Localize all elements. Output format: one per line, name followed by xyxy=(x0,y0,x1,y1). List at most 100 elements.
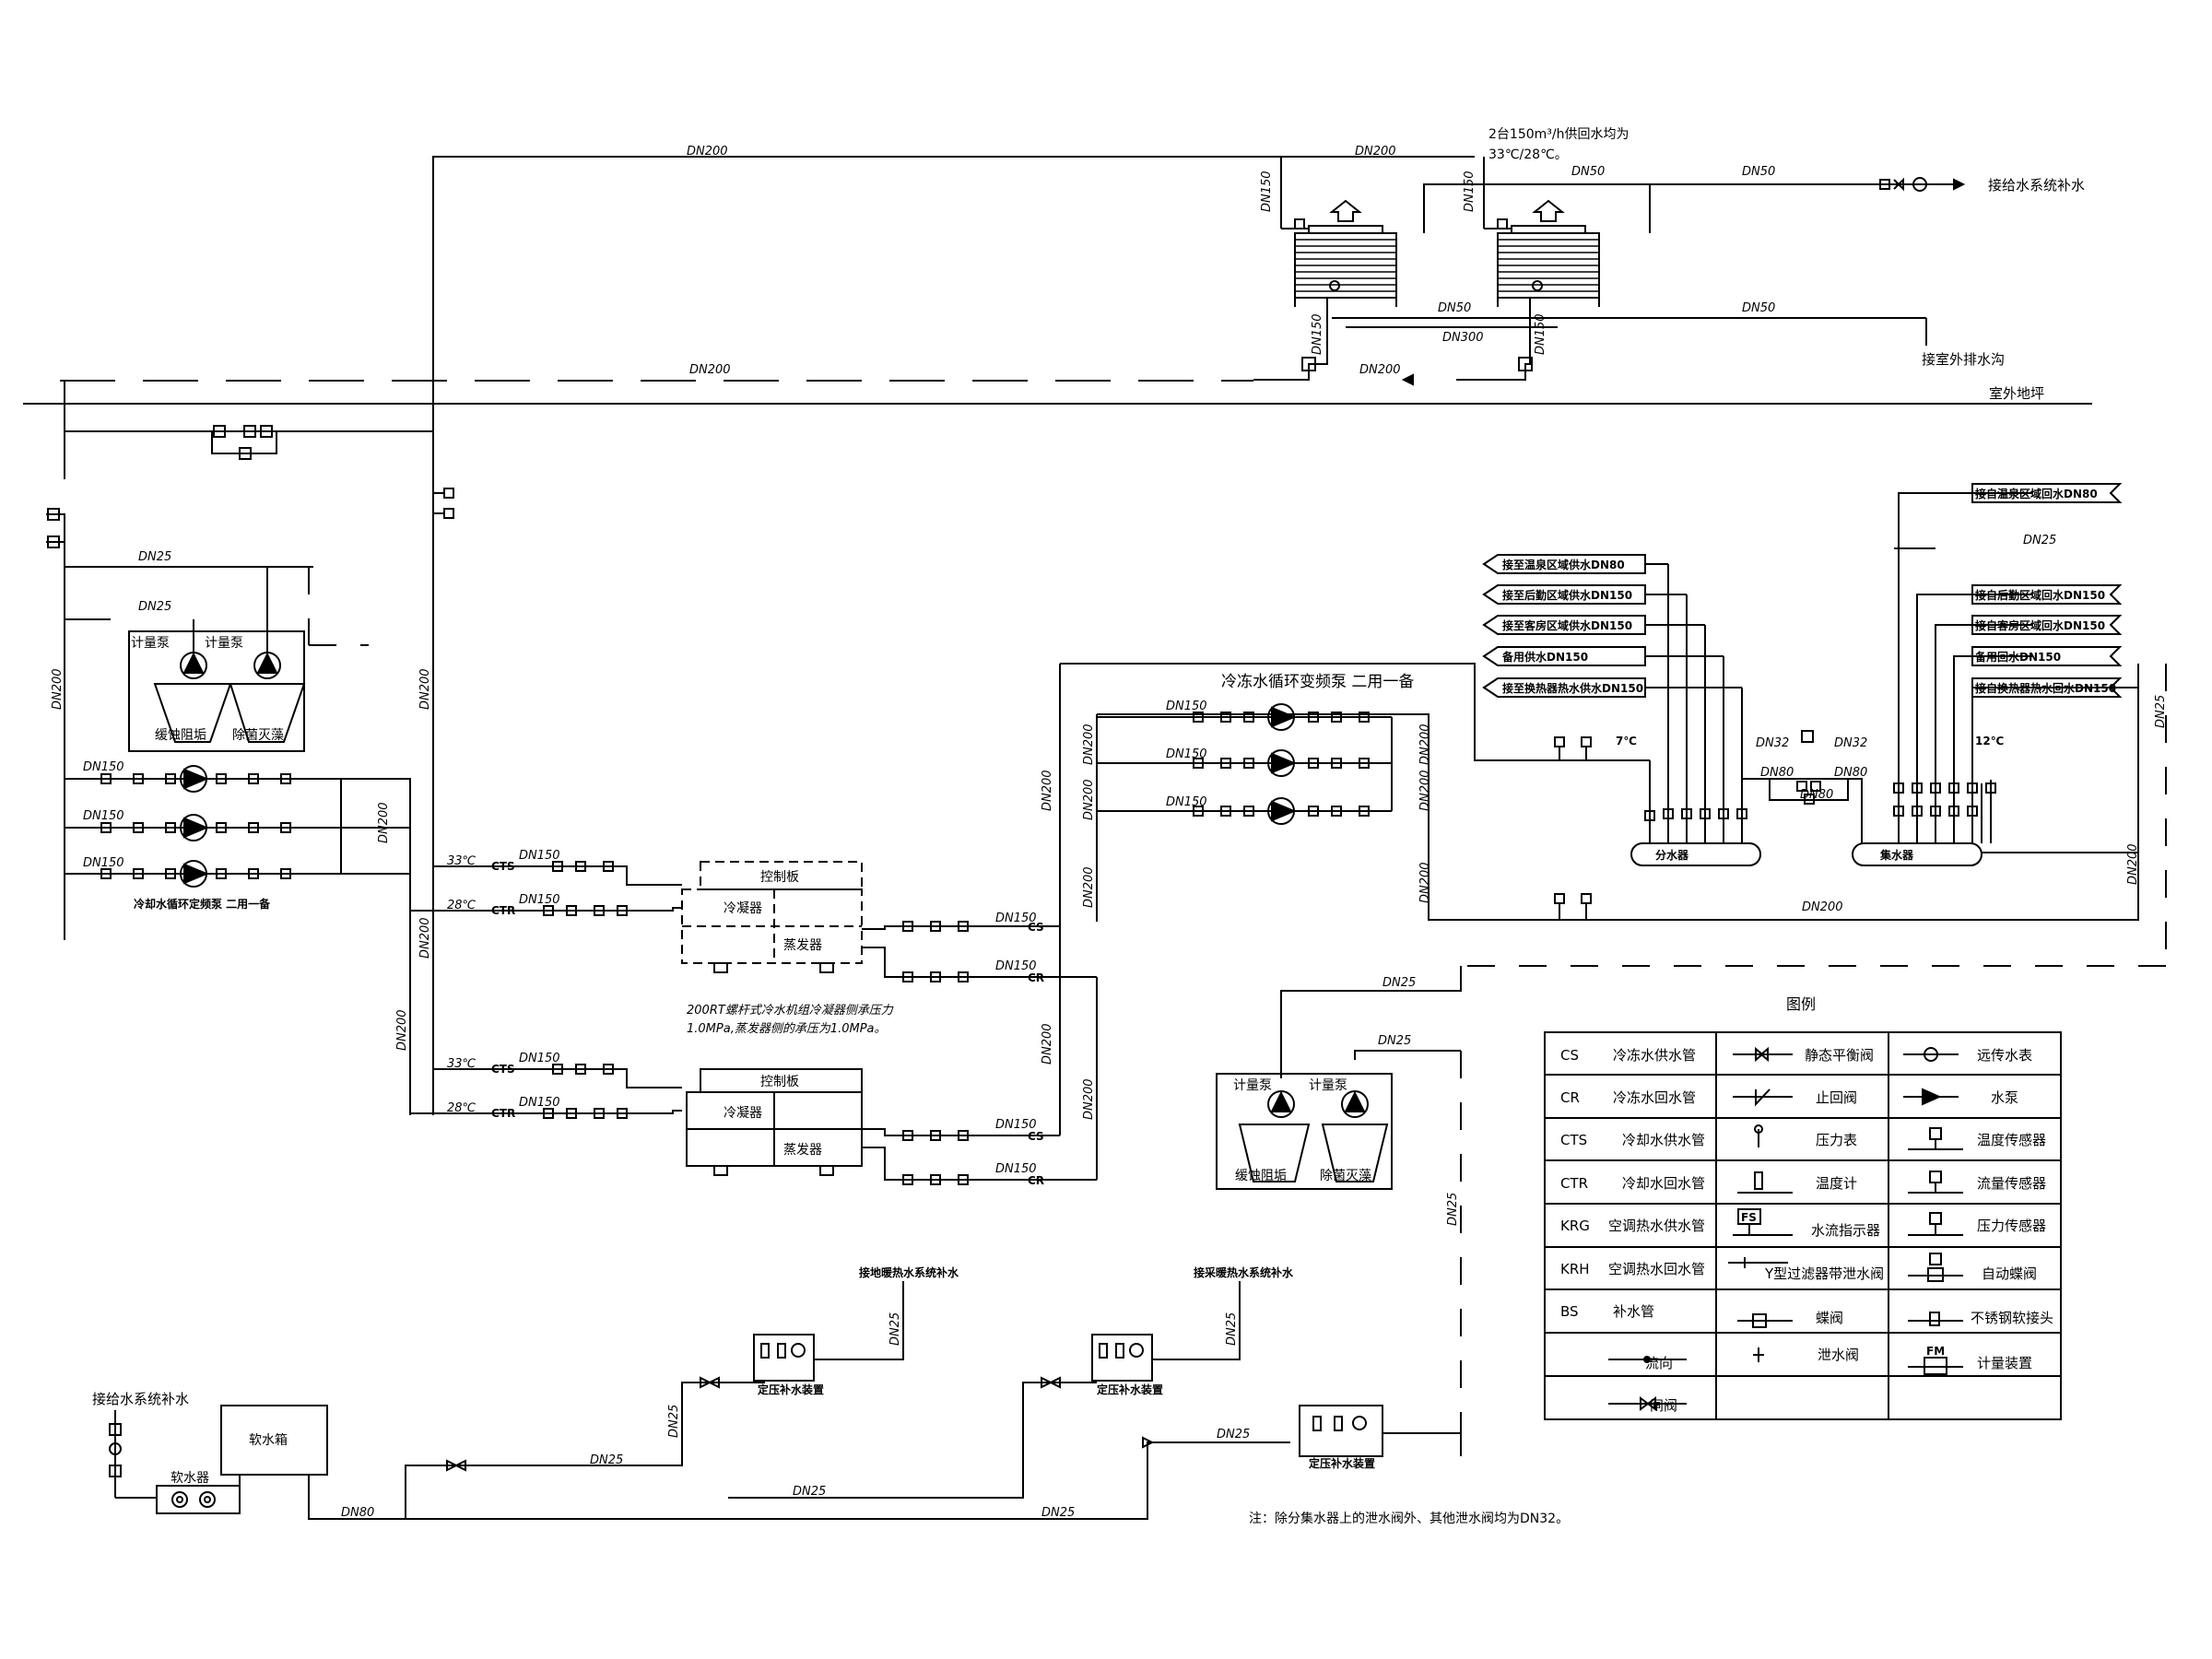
temp-label: 33℃ xyxy=(447,1057,477,1071)
dosing-pump-label: 计量泵 xyxy=(1309,1078,1347,1093)
pump-icon xyxy=(1270,1090,1292,1112)
legend-name: 冷冻水供水管 xyxy=(1613,1047,1696,1064)
pipe-size-label: DN50 xyxy=(1438,301,1471,315)
meter-code: FM xyxy=(1926,1345,1945,1358)
legend-symbol-name: Y型过滤器带泄水阀 xyxy=(1764,1265,1884,1282)
chiller-2: 控制板 冷凝器 蒸发器 xyxy=(686,1068,863,1176)
temp-label: 33℃ xyxy=(447,854,477,868)
pump-icon xyxy=(183,768,209,790)
cooling-tower-1 xyxy=(1294,199,1397,307)
legend-code: CTR xyxy=(1560,1175,1588,1192)
pipe-size-label: DN300 xyxy=(1442,331,1484,345)
legend-symbol-name: 温度传感器 xyxy=(1977,1132,2046,1148)
tower-spec-label: 2台150m³/h供回水均为 xyxy=(1488,127,1629,142)
pipe-size-label: DN200 xyxy=(1418,862,1432,903)
pipe-size-label: DN200 xyxy=(2126,843,2140,885)
dosing-tank xyxy=(1321,1124,1389,1182)
supply-header-label: 分水器 xyxy=(1655,848,1689,862)
pump-icon xyxy=(1271,706,1297,728)
pipe-size-label: DN200 xyxy=(418,668,432,710)
pipe-size-label: DN200 xyxy=(51,668,65,710)
pump-icon xyxy=(1344,1090,1366,1112)
dosing-unit-box xyxy=(128,630,305,752)
const-pressure-label: 定压补水装置 xyxy=(1309,1456,1375,1470)
return-branch-tags: 接自温泉区域回水DN80 接自后勤区域回水DN150 接自客房区域回水DN150… xyxy=(1971,483,2123,698)
pump-group-caption: 冷却水循环定频泵 二用一备 xyxy=(134,897,271,911)
pipe-size-label: DN200 xyxy=(1041,1023,1054,1065)
dosing-tank xyxy=(1238,1124,1311,1182)
pipe-size-label: DN150 xyxy=(1166,700,1207,713)
pipe-size-label: DN150 xyxy=(83,760,124,774)
return-branch-label: 接自温泉区域回水DN80 xyxy=(1975,487,2098,500)
floor-heat-label: 接地暖热水系统补水 xyxy=(859,1265,959,1279)
distribution-headers: 分水器 7℃ 集水器 12℃ DN32 DN32 DN80 DN80 DN80 … xyxy=(1429,492,2168,967)
cooling-tower-section: DN200 DN200 DN150 DN150 xyxy=(432,127,2085,1115)
pipe-code: CS xyxy=(1028,921,1044,934)
footnote: 注：除分集水器上的泄水阀外、其他泄水阀均为DN32。 xyxy=(1249,1511,1569,1526)
legend-code: CS xyxy=(1560,1047,1579,1064)
legend-name: 冷却水供水管 xyxy=(1622,1132,1705,1148)
pipe-size-label: DN50 xyxy=(1742,165,1775,179)
chilled-water-pump-group: 冷冻水循环变频泵 二用一备 DN200 DN200 DN200 DN200 DN… xyxy=(1060,663,1613,922)
chiller-section: DN200 DN200 DN200 DN200 33℃ 28℃ CTS CTR … xyxy=(377,664,1098,1187)
dosing-tank xyxy=(229,683,306,743)
legend-symbol-name: 水流指示器 xyxy=(1811,1222,1880,1239)
tank-label: 除菌灭藻 xyxy=(1320,1169,1371,1183)
pipe-size-label: DN200 xyxy=(1082,779,1096,820)
pump-icon xyxy=(182,652,205,674)
legend-code: BS xyxy=(1560,1303,1579,1320)
pipe-size-label: DN25 xyxy=(138,600,171,614)
pipe-size-label: DN25 xyxy=(2154,695,2168,728)
pipe-size-label: DN150 xyxy=(995,1118,1037,1132)
pipe-code: CTR xyxy=(491,904,515,917)
temp-label: 28℃ xyxy=(447,1101,477,1115)
pipe-size-label: DN50 xyxy=(1571,165,1605,179)
condenser-pump-group: DN150 DN150 DN150 冷却水循环定频泵 二用一备 xyxy=(65,760,411,911)
pipe-size-label: DN150 xyxy=(519,849,560,863)
temp-label: 28℃ xyxy=(447,899,477,912)
return-header xyxy=(1852,842,1983,866)
pipe-size-label: DN150 xyxy=(1260,171,1274,212)
pipe-size-label: DN200 xyxy=(1418,724,1432,765)
pipe-size-label: DN80 xyxy=(1834,766,1867,780)
pipe-size-label: DN200 xyxy=(1082,724,1096,765)
legend-code: CR xyxy=(1560,1089,1580,1106)
radiator-label: 接采暖热水系统补水 xyxy=(1194,1265,1294,1279)
pipe-size-label: DN25 xyxy=(1217,1428,1250,1441)
pipe-size-label: DN150 xyxy=(1311,313,1324,355)
pump-icon xyxy=(1271,800,1297,822)
legend-symbol-name: 止回阀 xyxy=(1816,1089,1857,1106)
legend-title: 图例 xyxy=(1786,995,1816,1013)
legend-name: 空调热水回水管 xyxy=(1608,1261,1705,1277)
tank-label: 缓蚀阻垢 xyxy=(1235,1169,1287,1183)
pump-icon xyxy=(256,652,278,674)
supply-branch-label: 接至客房区域供水DN150 xyxy=(1502,618,1632,632)
pipe-size-label: DN200 xyxy=(418,917,432,959)
pipe-size-label: DN50 xyxy=(1742,301,1775,315)
dosing-tank xyxy=(153,683,232,743)
supply-branch-label: 备用供水DN150 xyxy=(1501,650,1588,664)
tank-label: 缓蚀阻垢 xyxy=(155,728,206,743)
supply-temp: 7℃ xyxy=(1616,735,1637,747)
const-pressure-unit xyxy=(1299,1405,1383,1457)
const-pressure-label: 定压补水装置 xyxy=(758,1382,824,1396)
pipe-size-label: DN200 xyxy=(1355,145,1396,159)
legend-symbol-name: 静态平衡阀 xyxy=(1805,1047,1874,1064)
makeup-water-system: 接给水系统补水 软水器 软水箱 DN80 DN25 DN25 DN25 DN25… xyxy=(92,1265,1462,1520)
pipe-size-label: DN150 xyxy=(83,809,124,823)
pipe-size-label: DN200 xyxy=(1802,900,1843,914)
supply-header xyxy=(1630,842,1761,866)
legend-code: KRG xyxy=(1560,1218,1590,1234)
pump-icon xyxy=(1922,1088,1942,1106)
pipe-size-label: DN32 xyxy=(1834,736,1867,750)
pipe-size-label: DN150 xyxy=(519,1096,560,1110)
chiller-note: 200RT螺杆式冷水机组冷凝器侧承压力 xyxy=(687,1004,894,1018)
drain-label: 接室外排水沟 xyxy=(1922,351,2005,368)
pipe-size-label: DN200 xyxy=(1082,866,1096,908)
pipe-code: CTS xyxy=(491,1063,515,1076)
dosing-pump-label: 计量泵 xyxy=(131,636,170,651)
pipe-size-label: DN200 xyxy=(687,145,728,159)
chiller-note: 1.0MPa,蒸发器侧的承压为1.0MPa。 xyxy=(687,1022,887,1036)
pipe-code: CTR xyxy=(491,1107,515,1120)
